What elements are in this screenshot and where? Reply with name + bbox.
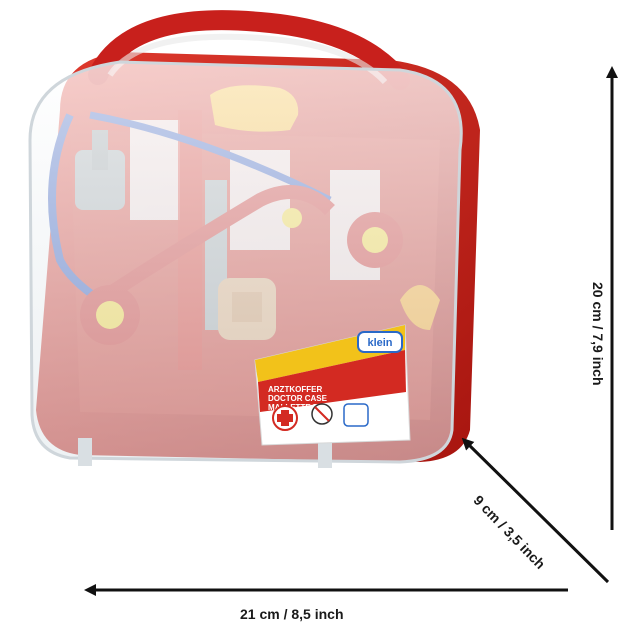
height-dimension-label: 20 cm / 7,9 inch bbox=[590, 282, 606, 386]
label-line-1: ARZTKOFFER bbox=[268, 385, 322, 394]
depth-arrow bbox=[461, 437, 610, 584]
label-line-3: MALLETTE DOCTEUR bbox=[268, 403, 353, 412]
brand-logo: klein bbox=[367, 337, 392, 349]
product-label-sticker: klein ARZTKOFFER DOCTOR CASE MALLETTE DO… bbox=[254, 324, 411, 446]
label-line-2: DOCTOR CASE bbox=[268, 394, 328, 403]
badge-icon bbox=[343, 403, 369, 427]
width-dimension-label: 21 cm / 8,5 inch bbox=[240, 606, 344, 622]
